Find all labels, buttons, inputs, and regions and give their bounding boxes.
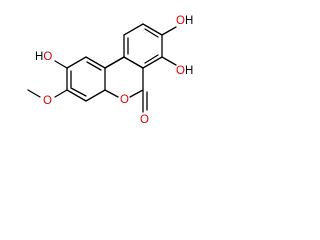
- bond: [104, 89, 119, 98]
- hydroxyl-bond: [161, 56, 177, 66]
- substituent-bonds: [27, 26, 177, 113]
- bond: [129, 89, 144, 98]
- atom-labels: OH OH HO O O O: [35, 15, 193, 126]
- ring-oxygen-label: O: [120, 94, 129, 106]
- ring-c-bonds: [123, 23, 163, 69]
- bond: [123, 56, 144, 69]
- bond: [142, 23, 163, 36]
- bond: [66, 56, 87, 69]
- bond: [104, 56, 125, 69]
- lactone-ring-bonds: [104, 56, 144, 98]
- methoxy-bond: [54, 89, 68, 98]
- hydroxyl-bond: [54, 60, 68, 69]
- bond: [85, 89, 106, 102]
- double-bond-inner: [144, 28, 159, 38]
- double-bond-inner: [144, 54, 159, 64]
- structure-canvas: OH OH HO O O O: [0, 0, 230, 143]
- bond: [123, 23, 144, 36]
- double-bond-inner: [86, 61, 102, 71]
- bond: [66, 89, 87, 102]
- molecule-structure: OH OH HO O O O: [27, 15, 193, 126]
- double-bond-inner: [70, 87, 87, 97]
- methoxy-methyl-bond: [27, 89, 41, 98]
- ring-a-bonds: [66, 56, 106, 102]
- left-hydroxyl-label: HO: [35, 51, 52, 63]
- hydroxyl-bond: [161, 26, 177, 36]
- bond: [85, 56, 106, 69]
- carbonyl-oxygen-label: O: [140, 114, 149, 126]
- bond: [142, 56, 163, 69]
- right-hydroxyl-label: OH: [176, 65, 193, 77]
- methoxy-oxygen-label: O: [43, 95, 52, 107]
- top-right-hydroxyl-label: OH: [176, 15, 193, 27]
